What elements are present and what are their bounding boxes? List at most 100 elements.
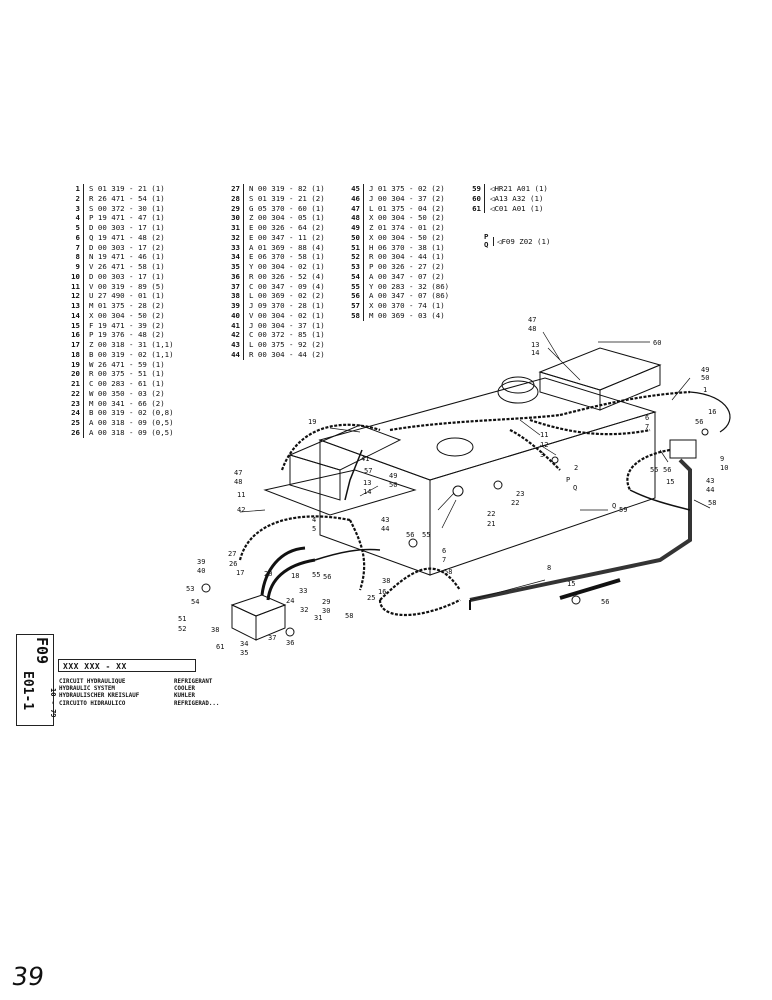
item-number: 61 bbox=[472, 203, 481, 213]
row-divider bbox=[83, 291, 88, 301]
item-number: 55 bbox=[351, 281, 360, 291]
callout: Q bbox=[573, 484, 577, 492]
callout: 1 bbox=[703, 386, 707, 394]
part-code: L 00 369 - 02 (2) bbox=[249, 291, 325, 301]
fitting-22 bbox=[452, 485, 464, 497]
callout: 58 bbox=[708, 499, 716, 507]
callout: 4 bbox=[312, 516, 316, 524]
item-number: 60 bbox=[472, 193, 481, 203]
parts-list-row: 12 U 27 490 - 01 (1) bbox=[64, 291, 174, 301]
row-divider bbox=[83, 223, 88, 233]
callout: 49 bbox=[389, 472, 397, 480]
part-code: W 26 471 - 59 (1) bbox=[89, 359, 165, 369]
item-number: 23 bbox=[71, 398, 80, 408]
item-number: 3 bbox=[75, 203, 80, 213]
pipe-8 bbox=[469, 458, 692, 602]
row-divider bbox=[83, 252, 88, 262]
callout: 25 bbox=[367, 594, 375, 602]
item-number: 44 bbox=[231, 349, 240, 359]
row-divider bbox=[83, 320, 88, 331]
callout: 15 bbox=[567, 580, 575, 588]
item-number: 12 bbox=[71, 291, 80, 301]
callout: 22 bbox=[487, 510, 495, 518]
part-code: S 01 319 - 21 (2) bbox=[249, 193, 325, 203]
row-divider bbox=[243, 262, 248, 272]
part-code: J 01 375 - 02 (2) bbox=[369, 184, 445, 193]
row-divider bbox=[83, 184, 88, 194]
parts-list-row: 59◁HR21 A01 (1) bbox=[465, 184, 548, 194]
row-divider bbox=[83, 310, 88, 321]
part-code: U 27 490 - 01 (1) bbox=[89, 291, 165, 301]
part-code: J 00 304 - 37 (1) bbox=[249, 320, 325, 330]
row-divider bbox=[243, 203, 248, 214]
row-divider bbox=[363, 281, 368, 292]
item-number: 56 bbox=[351, 291, 360, 301]
box-60-side bbox=[539, 371, 601, 411]
item-number: 13 bbox=[71, 301, 80, 310]
part-code: L 00 375 - 92 (2) bbox=[249, 340, 325, 349]
item-number: 5 bbox=[75, 223, 80, 232]
item-number: 4 bbox=[75, 213, 80, 223]
callout: 38 bbox=[211, 626, 219, 634]
part-code: E 06 370 - 58 (1) bbox=[249, 252, 325, 262]
callout: 48 bbox=[234, 478, 242, 486]
callout: 51 bbox=[178, 615, 186, 623]
part-code: A 00 347 - 07 (86) bbox=[369, 291, 450, 301]
row-divider bbox=[243, 340, 248, 350]
part-code: X 00 304 - 50 (2) bbox=[369, 232, 445, 242]
item-number: 41 bbox=[231, 320, 240, 330]
hose-28 bbox=[626, 448, 671, 491]
item-number: 22 bbox=[71, 388, 80, 398]
part-code: X 00 304 - 50 (2) bbox=[89, 310, 165, 320]
part-code: B 00 319 - 02 (1,1) bbox=[89, 349, 174, 359]
item-number: 28 bbox=[231, 193, 240, 203]
row-divider bbox=[83, 232, 88, 243]
callout: 33 bbox=[299, 587, 307, 595]
fitting-2 bbox=[551, 456, 559, 464]
row-divider bbox=[243, 281, 248, 292]
item-number: 14 bbox=[71, 310, 80, 320]
callout: 55 bbox=[650, 466, 658, 474]
row-divider bbox=[83, 203, 88, 214]
hose-58b bbox=[378, 599, 461, 616]
pipe-18b bbox=[314, 548, 381, 561]
callout: 61 bbox=[216, 643, 224, 651]
pq-label-q: Q bbox=[484, 240, 489, 249]
part-code: V 00 304 - 02 (1) bbox=[249, 310, 325, 320]
row-divider bbox=[83, 379, 88, 389]
callout: 24 bbox=[286, 597, 294, 605]
row-divider bbox=[484, 203, 489, 214]
breather bbox=[436, 437, 474, 457]
callout: 10 bbox=[720, 464, 728, 472]
item-number: 18 bbox=[71, 349, 80, 359]
callout: 6 bbox=[442, 547, 446, 555]
item-number: 21 bbox=[71, 379, 80, 388]
callout: 5 bbox=[312, 525, 316, 533]
part-code: A 01 369 - 88 (4) bbox=[249, 242, 325, 252]
callout: 56 bbox=[406, 531, 414, 539]
callout: 39 bbox=[197, 558, 205, 566]
hose-11 bbox=[559, 390, 691, 417]
row-divider bbox=[363, 310, 368, 321]
hose-14 bbox=[629, 489, 691, 511]
part-code: ◁C01 A01 (1) bbox=[490, 203, 544, 213]
title-languages-left: CIRCUIT HYDRAULIQUE HYDRAULIC SYSTEM HYD… bbox=[59, 679, 139, 708]
part-code: J 09 370 - 28 (1) bbox=[249, 301, 325, 310]
row-divider bbox=[363, 232, 368, 243]
filler-cap-top bbox=[501, 376, 535, 394]
